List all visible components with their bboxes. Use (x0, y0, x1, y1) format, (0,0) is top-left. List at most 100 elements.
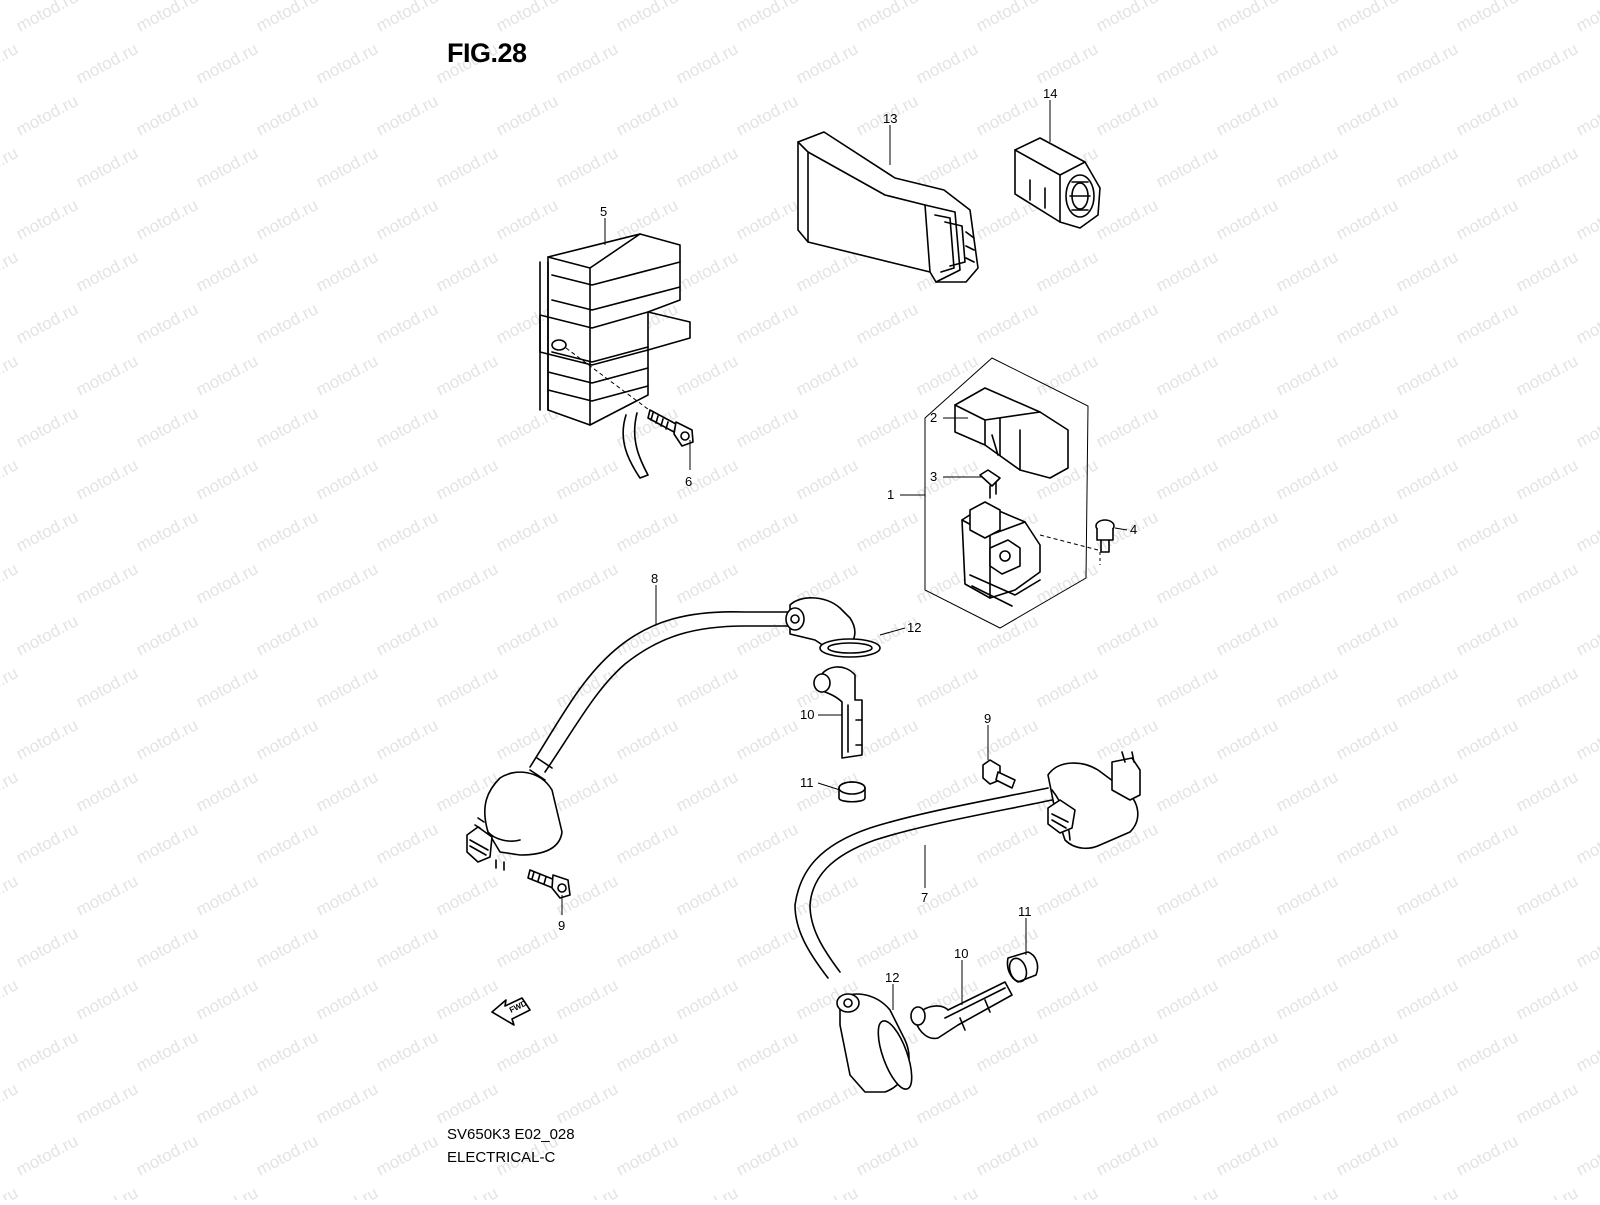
watermark-text: motod.ru (133, 923, 201, 971)
watermark-text: motod.ru (733, 195, 801, 243)
watermark-text: motod.ru (1453, 1027, 1521, 1075)
watermark-text: motod.ru (13, 195, 81, 243)
watermark-text: motod.ru (133, 403, 201, 451)
watermark-text: motod.ru (553, 975, 621, 1023)
watermark-text: motod.ru (1393, 975, 1461, 1023)
watermark-text: motod.ru (253, 0, 321, 36)
watermark-text: motod.ru (313, 455, 381, 503)
watermark-text: motod.ru (73, 455, 141, 503)
watermark-text: motod.ru (973, 1027, 1041, 1075)
watermark-text: motod.ru (1453, 0, 1521, 36)
watermark-text: motod.ru (1273, 143, 1341, 191)
watermark-text: motod.ru (1393, 247, 1461, 295)
watermark-text: motod.ru (1273, 1183, 1341, 1200)
watermark-text: motod.ru (493, 195, 561, 243)
callout-10-lower: 10 (954, 946, 968, 961)
watermark-text: motod.ru (973, 819, 1041, 867)
watermark-text: motod.ru (73, 559, 141, 607)
watermark-text: motod.ru (553, 455, 621, 503)
watermark-text: motod.ru (1573, 507, 1600, 555)
plug-cap-12-upper (785, 597, 881, 658)
watermark-text: motod.ru (373, 923, 441, 971)
watermark-text: motod.ru (373, 403, 441, 451)
watermark-text: motod.ru (313, 871, 381, 919)
watermark-text: motod.ru (733, 91, 801, 139)
watermark-text: motod.ru (193, 975, 261, 1023)
watermark-text: motod.ru (1093, 611, 1161, 659)
watermark-text: motod.ru (0, 975, 21, 1023)
watermark-text: motod.ru (373, 819, 441, 867)
watermark-text: motod.ru (253, 195, 321, 243)
watermark-text: motod.ru (1153, 1079, 1221, 1127)
watermark-text: motod.ru (13, 923, 81, 971)
watermark-text: motod.ru (853, 0, 921, 36)
watermark-text: motod.ru (553, 1183, 621, 1200)
watermark-text: motod.ru (1453, 923, 1521, 971)
watermark-text: motod.ru (73, 143, 141, 191)
watermark-text: motod.ru (493, 507, 561, 555)
watermark-text: motod.ru (1333, 819, 1401, 867)
regulator-rectifier (539, 233, 691, 479)
watermark-text: motod.ru (253, 1027, 321, 1075)
watermark-text: motod.ru (1393, 663, 1461, 711)
watermark-text: motod.ru (913, 455, 981, 503)
watermark-text: motod.ru (1573, 923, 1600, 971)
watermark-text: motod.ru (1573, 819, 1600, 867)
watermark-text: motod.ru (1513, 871, 1581, 919)
watermark-text: motod.ru (1153, 143, 1221, 191)
watermark-text: motod.ru (433, 143, 501, 191)
watermark-text: motod.ru (1213, 923, 1281, 971)
watermark-text: motod.ru (73, 351, 141, 399)
watermark-text: motod.ru (1453, 299, 1521, 347)
watermark-text: motod.ru (73, 663, 141, 711)
watermark-text: motod.ru (373, 715, 441, 763)
relay-14 (1014, 137, 1101, 229)
watermark-text: motod.ru (973, 0, 1041, 36)
watermark-text: motod.ru (793, 455, 861, 503)
watermark-text: motod.ru (373, 299, 441, 347)
watermark-text: motod.ru (1573, 611, 1600, 659)
callout-11-upper: 11 (800, 775, 814, 790)
watermark-text: motod.ru (253, 299, 321, 347)
watermark-text: motod.ru (1573, 1131, 1600, 1179)
watermark-text: motod.ru (433, 247, 501, 295)
watermark-text: motod.ru (1453, 611, 1521, 659)
watermark-text: motod.ru (133, 0, 201, 36)
watermark-text: motod.ru (1453, 91, 1521, 139)
watermark-text: motod.ru (253, 403, 321, 451)
watermark-text: motod.ru (1213, 299, 1281, 347)
watermark-text: motod.ru (133, 1131, 201, 1179)
watermark-text: motod.ru (1093, 715, 1161, 763)
watermark-text: motod.ru (1333, 1027, 1401, 1075)
watermark-text: motod.ru (73, 975, 141, 1023)
watermark-text: motod.ru (1513, 1079, 1581, 1127)
watermark-text: motod.ru (1093, 1027, 1161, 1075)
watermark-text: motod.ru (1333, 403, 1401, 451)
watermark-text: motod.ru (73, 767, 141, 815)
watermark-text: motod.ru (1333, 611, 1401, 659)
watermark-text: motod.ru (1153, 975, 1221, 1023)
bolt-9-upper (982, 759, 1016, 789)
callout-8: 8 (651, 571, 658, 586)
watermark-text: motod.ru (1093, 299, 1161, 347)
watermark-text: motod.ru (1093, 91, 1161, 139)
watermark-text: motod.ru (493, 715, 561, 763)
watermark-text: motod.ru (433, 559, 501, 607)
watermark-text: motod.ru (1333, 195, 1401, 243)
watermark-text: motod.ru (1453, 195, 1521, 243)
watermark-text: motod.ru (1513, 975, 1581, 1023)
watermark-text: motod.ru (853, 715, 921, 763)
watermark-text: motod.ru (73, 39, 141, 87)
watermark-text: motod.ru (1453, 403, 1521, 451)
watermark-text: motod.ru (0, 871, 21, 919)
watermark-text: motod.ru (1513, 247, 1581, 295)
watermark-text: motod.ru (1153, 767, 1221, 815)
watermark-text: motod.ru (133, 715, 201, 763)
figure-title: FIG.28 (447, 38, 527, 68)
watermark-text: motod.ru (1033, 871, 1101, 919)
watermark-text: motod.ru (793, 1183, 861, 1200)
watermark-text: motod.ru (553, 39, 621, 87)
watermark-text: motod.ru (853, 403, 921, 451)
watermark-text: motod.ru (133, 195, 201, 243)
watermark-text: motod.ru (313, 1183, 381, 1200)
